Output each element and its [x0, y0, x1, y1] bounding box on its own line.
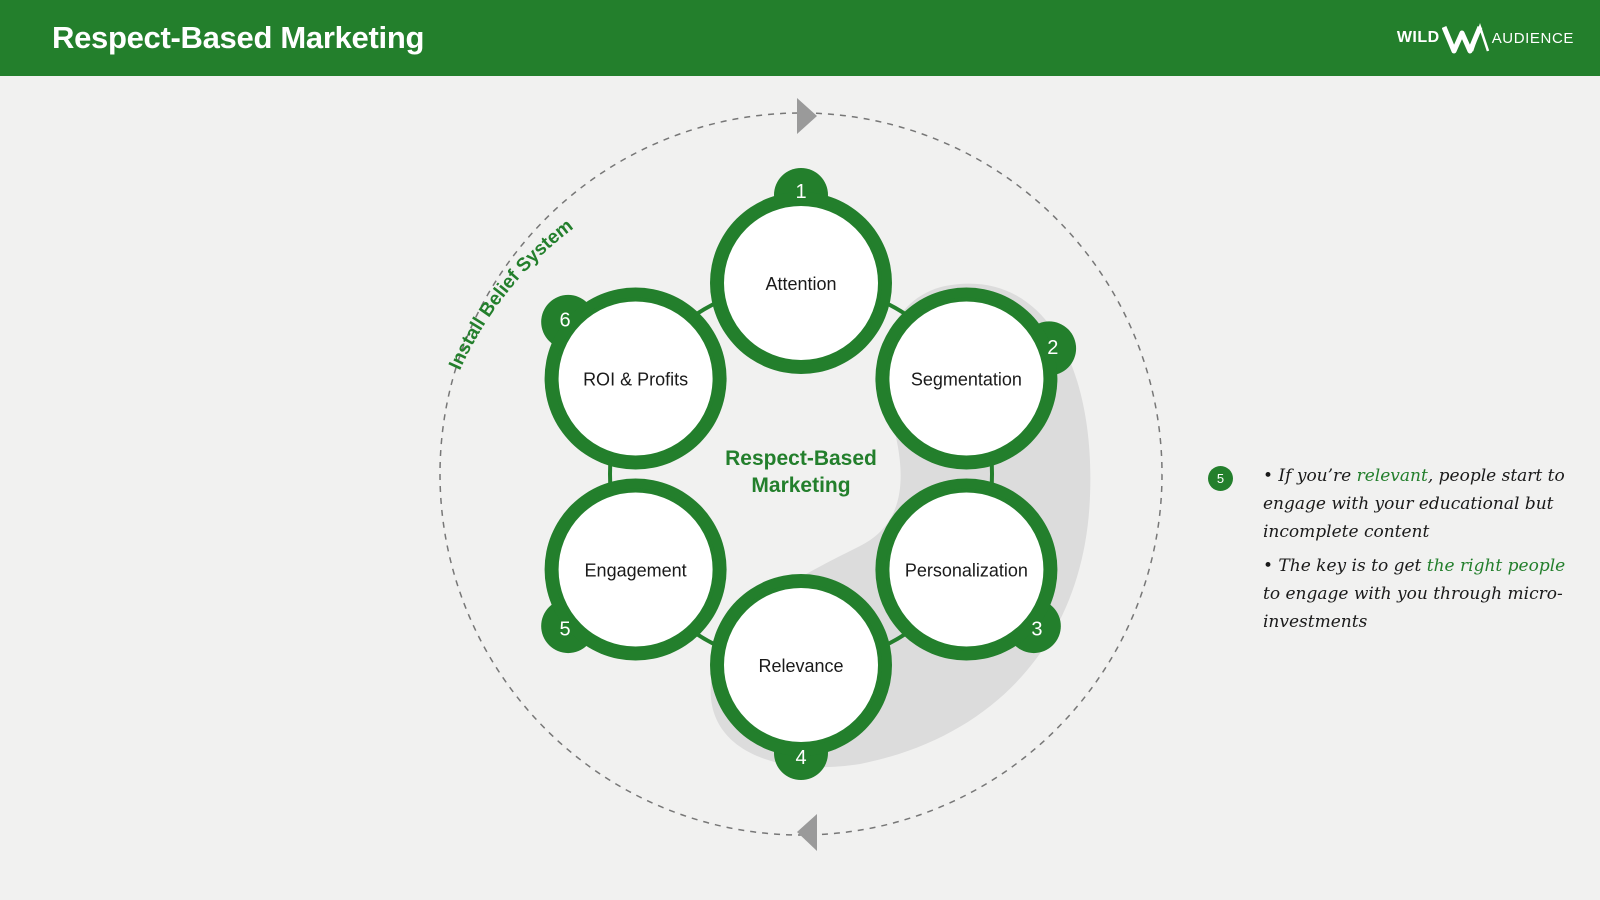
step-label: Engagement [585, 561, 687, 581]
step-number: 6 [560, 309, 571, 331]
step-number: 1 [795, 181, 806, 203]
logo-wa-mark-icon [1441, 23, 1489, 54]
step-circle [554, 488, 717, 651]
bullet1-post: , people start to engage with your educa… [1263, 466, 1565, 542]
step-node: 5 Engagement [541, 478, 727, 661]
step-label: Personalization [905, 561, 1028, 581]
step-number: 2 [1047, 337, 1058, 359]
bottom-arrow-icon [797, 814, 817, 851]
center-label-line2: Marketing [751, 474, 850, 497]
bullet1-pre: • If you’re [1263, 466, 1357, 486]
page-title: Respect-Based Marketing [52, 20, 425, 55]
logo-audience-text: AUDIENCE [1491, 29, 1574, 47]
step-node: 3 Personalization [875, 478, 1061, 661]
brand-logo: WILD AUDIENCE [1397, 20, 1574, 56]
step-label: ROI & Profits [583, 370, 688, 390]
cycle-diagram: 1Attention2Segmentation3Personalization4… [439, 98, 1163, 851]
step-number: 3 [1031, 619, 1042, 641]
note-bullet-2: • The key is to get the right people to … [1263, 552, 1583, 636]
note-bullet-1: • If you’re relevant, people start to en… [1263, 462, 1583, 546]
bullet2-highlight: the right people [1426, 556, 1566, 576]
top-arrow-icon [797, 98, 817, 134]
note-step-badge: 5 [1208, 466, 1233, 491]
step-circle [554, 297, 717, 460]
step-circle [720, 584, 882, 746]
step-circle [885, 297, 1048, 460]
center-label-line1: Respect-Based [725, 447, 877, 470]
logo-wild-text: WILD [1396, 29, 1440, 46]
steps-layer: 1Attention2Segmentation3Personalization4… [541, 168, 1077, 780]
step-label: Attention [765, 274, 836, 294]
header-bar: Respect-Based Marketing WILD AUDIENCE [0, 0, 1600, 76]
step-circle [885, 488, 1048, 651]
step-label: Relevance [758, 656, 843, 676]
step-circle [720, 202, 882, 364]
bullet1-highlight: relevant [1356, 466, 1428, 486]
step-number: 4 [795, 747, 806, 769]
step-label: Segmentation [911, 370, 1022, 390]
bullet2-pre: • The key is to get [1263, 556, 1427, 576]
step-number: 5 [560, 619, 571, 641]
step-node: 4 Relevance [710, 574, 892, 780]
bullet2-post: to engage with you through micro-investm… [1263, 584, 1563, 632]
note-bullets: • If you’re relevant, people start to en… [1263, 462, 1583, 642]
